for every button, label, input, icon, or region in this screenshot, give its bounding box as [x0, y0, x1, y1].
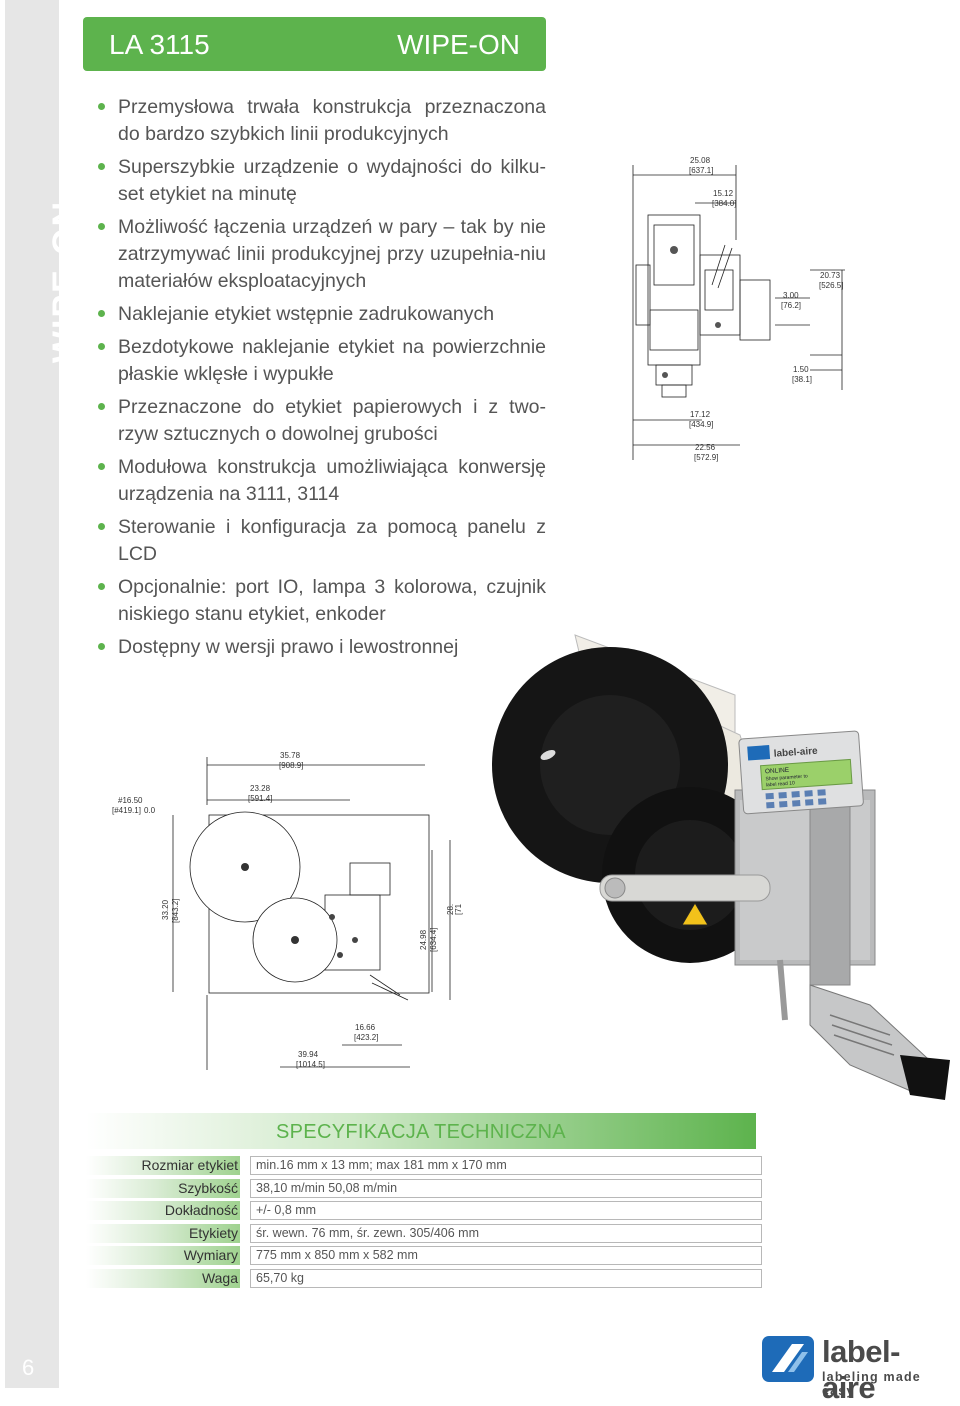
- spec-row: Wymiary 775 mm x 850 mm x 582 mm: [86, 1246, 762, 1269]
- spec-title: SPECYFIKACJA TECHNICZNA: [276, 1121, 566, 1143]
- dimension-label: 25.08: [690, 156, 711, 165]
- dimension-label: 16.66: [355, 1023, 376, 1032]
- feature-item: Przemysłowa trwała konstrukcja przeznacz…: [96, 94, 546, 148]
- feature-item: Dostępny w wersji prawo i lewostronnej: [96, 634, 546, 661]
- sidebar-category: APLIKATORY WIPE-ON: [46, 200, 85, 540]
- spec-label: Rozmiar etykiet: [86, 1156, 240, 1175]
- dimension-label: 35.78: [280, 751, 301, 760]
- spec-label: Wymiary: [86, 1246, 240, 1265]
- dimension-label: [526.5]: [819, 281, 843, 290]
- dimension-label: #16.50: [118, 796, 143, 805]
- feature-item: Przeznaczone do etykiet papierowych i z …: [96, 394, 546, 448]
- spec-row: Rozmiar etykiet min.16 mm x 13 mm; max 1…: [86, 1156, 762, 1179]
- dimension-label: [634.4]: [429, 928, 438, 952]
- page-number: 6: [22, 1355, 35, 1380]
- sidebar-band: [5, 0, 59, 1388]
- dimension-label: [591.4]: [248, 794, 272, 803]
- spec-header-bar: [86, 1113, 756, 1149]
- logo-mark-icon: [762, 1336, 814, 1382]
- product-photo: label-aire ONLINE Show parameter to labe…: [480, 625, 950, 1110]
- feature-item: Opcjonalnie: port IO, lampa 3 kolorowa, …: [96, 574, 546, 628]
- sidebar-category-big: WIPE-ON: [46, 199, 84, 364]
- product-header: LA 3115 WIPE-ON: [83, 17, 546, 71]
- photo-screen-line: ONLINE: [765, 767, 790, 776]
- spec-table: Rozmiar etykiet min.16 mm x 13 mm; max 1…: [86, 1156, 762, 1292]
- feature-item: Modułowa konstrukcja umożliwiająca konwe…: [96, 454, 546, 508]
- dimension-label: [38.1]: [792, 375, 812, 384]
- dimension-label: 0.0: [144, 806, 156, 815]
- dimension-label: 23.28: [250, 784, 271, 793]
- spec-label: Etykiety: [86, 1223, 240, 1243]
- spec-row: Etykiety śr. wewn. 76 mm, śr. zewn. 305/…: [86, 1223, 762, 1247]
- dimension-label: 1.50: [793, 365, 809, 374]
- spec-row: Waga 65,70 kg: [86, 1268, 762, 1292]
- spec-value: 65,70 kg: [250, 1268, 762, 1288]
- dimension-label: [434.9]: [689, 420, 713, 429]
- dimension-label: 24.98: [419, 929, 428, 950]
- spec-value: śr. wewn. 76 mm, śr. zewn. 305/406 mm: [250, 1223, 762, 1243]
- spec-row: Szybkość 38,10 m/min 50,08 m/min: [86, 1178, 762, 1202]
- dimension-label: [384.0]: [712, 199, 736, 208]
- dimension-label: 3.00: [783, 291, 799, 300]
- spec-value: min.16 mm x 13 mm; max 181 mm x 170 mm: [250, 1156, 762, 1175]
- feature-item: Superszybkie urządzenie o wydajności do …: [96, 154, 546, 208]
- sidebar-category-small: APLIKATORY: [55, 367, 82, 540]
- dimension-label: [1014.5]: [296, 1060, 325, 1069]
- feature-item: Sterowanie i konfiguracja za pomocą pane…: [96, 514, 546, 568]
- feature-item: Możliwość łączenia urządzeń w pary – tak…: [96, 214, 546, 295]
- photo-brand: label-aire: [773, 746, 818, 760]
- spec-label: Szybkość: [86, 1178, 240, 1198]
- dimension-label: [637.1]: [689, 166, 713, 175]
- dimension-label: [71: [454, 903, 463, 915]
- dimension-label: 39.94: [298, 1050, 319, 1059]
- technical-drawing-side: 25.08 [637.1] 15.12 [384.0] 20.73 [526.5…: [620, 150, 860, 480]
- dimension-label: [908.9]: [279, 761, 303, 770]
- spec-value: +/- 0,8 mm: [250, 1201, 762, 1220]
- dimension-label: 22.56: [695, 443, 716, 452]
- logo-name: label-aire: [822, 1334, 900, 1405]
- brand-logo: label-aire labeling made easy: [762, 1334, 952, 1405]
- spec-label: Waga: [86, 1268, 240, 1288]
- product-series: WIPE-ON: [397, 29, 520, 60]
- dimension-label: 20.73: [820, 271, 841, 280]
- feature-item: Bezdotykowe naklejanie etykiet na powier…: [96, 334, 546, 388]
- spec-label: Dokładność: [86, 1201, 240, 1220]
- feature-list: Przemysłowa trwała konstrukcja przeznacz…: [96, 94, 546, 667]
- feature-item: Naklejanie etykiet wstępnie zadrukowanyc…: [96, 301, 546, 328]
- spec-row: Dokładność +/- 0,8 mm: [86, 1201, 762, 1224]
- dimension-label: [843.2]: [171, 899, 180, 923]
- technical-drawing-front: 35.78 [908.9] 23.28 [591.4] #16.50 [#419…: [110, 745, 470, 1075]
- dimension-label: 17.12: [690, 410, 711, 419]
- photo-screen-line: Show parameter to: [765, 773, 808, 782]
- spec-value: 38,10 m/min 50,08 m/min: [250, 1178, 762, 1198]
- dimension-label: [572.9]: [694, 453, 718, 462]
- dimension-label: [76.2]: [781, 301, 801, 310]
- photo-screen-line: label read 10: [766, 780, 795, 788]
- dimension-label: 15.12: [713, 189, 734, 198]
- dimension-label: 28.: [446, 904, 455, 915]
- dimension-label: [423.2]: [354, 1033, 378, 1042]
- dimension-label: 33.20: [161, 899, 170, 920]
- product-model: LA 3115: [109, 29, 210, 60]
- spec-value: 775 mm x 850 mm x 582 mm: [250, 1246, 762, 1265]
- dimension-label: [#419.1]: [112, 806, 141, 815]
- logo-tagline: labeling made easy: [822, 1370, 921, 1398]
